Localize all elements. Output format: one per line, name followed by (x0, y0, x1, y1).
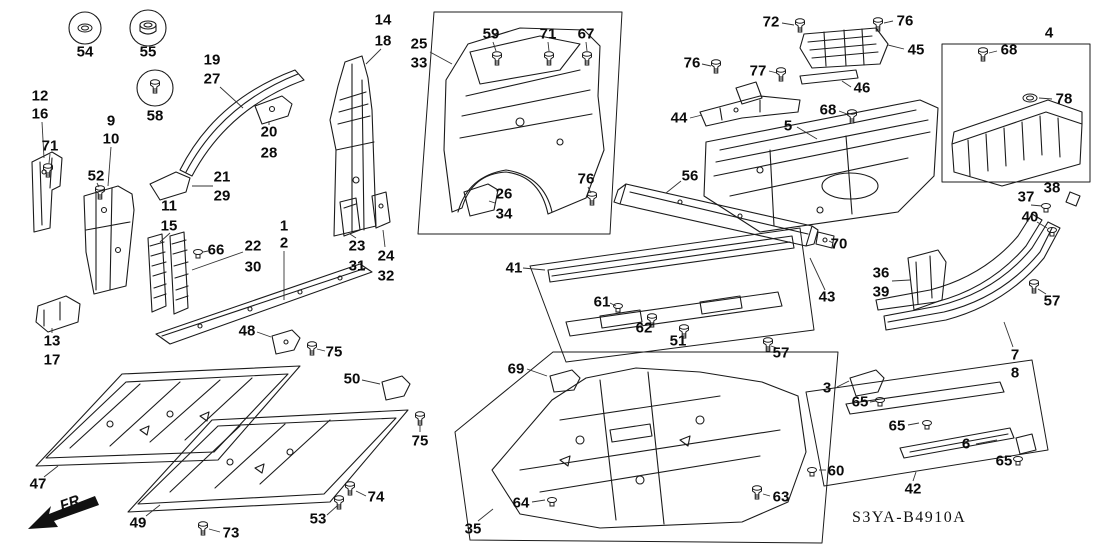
a-pillar-garnish-sketch (179, 69, 305, 177)
side-sill-sketch (155, 263, 373, 345)
grommet-icon (77, 23, 93, 33)
bolt-icon (776, 67, 786, 82)
bracket-13-17-sketch (35, 295, 81, 333)
fr-direction-arrow: FR. (28, 491, 99, 529)
bracket-24-32-sketch (371, 191, 391, 229)
sill-stiffener-sketch (147, 231, 189, 315)
bracket-21-29-sketch (149, 171, 191, 201)
clip-icon (1041, 203, 1051, 213)
rear-crossmember-sketch (613, 183, 835, 249)
under-cover-rear-sketch (127, 409, 409, 513)
front-floor-pan-sketch (491, 367, 807, 529)
grommet-icon (1022, 93, 1038, 103)
bolt-icon (307, 341, 317, 356)
bolt-icon (587, 191, 597, 206)
bolt-icon (711, 59, 721, 74)
diagram-code: S3YA-B4910A (852, 509, 967, 526)
floor-crossmember-sketch (547, 235, 795, 337)
rear-frame-rails-sketch (875, 213, 1061, 331)
bolt-icon (415, 411, 425, 426)
quarter-panel-group-frame (417, 11, 623, 235)
sill-garnish-sketch (845, 369, 1037, 459)
bolt-icon (978, 47, 988, 62)
rear-bulkhead-sketch (699, 27, 889, 127)
rear-panel-sketch (951, 99, 1083, 187)
bracket-50-sketch (381, 375, 411, 401)
bolt-icon (1029, 279, 1039, 294)
center-pillar-sketch (329, 55, 377, 237)
grommet-detail-circles (68, 9, 174, 107)
bolt-icon (873, 17, 883, 32)
bolt-icon (95, 185, 105, 200)
clip-icon (807, 467, 817, 477)
bolt-icon (752, 485, 762, 500)
bracket-48-sketch (271, 329, 301, 355)
clip-icon (547, 497, 557, 507)
fr-label: FR. (58, 491, 87, 515)
leader-lines (41, 20, 1053, 533)
bolt-icon (679, 324, 689, 339)
bolt-icon (544, 51, 554, 66)
clip-icon (1013, 456, 1023, 466)
front-pillar-assembly-sketch (83, 185, 135, 295)
quarter-panel-sketch (443, 27, 605, 217)
bolt-icon (582, 51, 592, 66)
rear-panel-group-frame (941, 43, 1091, 183)
bracket-23-31-sketch (339, 197, 361, 237)
front-floor-group-frame (454, 351, 839, 544)
bolt-icon (795, 18, 805, 33)
bracket-20-28-sketch (254, 95, 293, 125)
bolt-icon (763, 337, 773, 352)
clip-icon (193, 249, 203, 259)
bolt-icon (150, 79, 160, 94)
clip-icon (922, 420, 932, 430)
floor-crossmember-group-frame (529, 227, 815, 363)
bolt-icon (198, 521, 208, 536)
rear-floor-pan-sketch (703, 99, 939, 233)
under-cover-front-sketch (35, 365, 301, 467)
clip-icon (613, 303, 623, 313)
bolt-icon (847, 109, 857, 124)
bolt-icon (345, 481, 355, 496)
bolt-icon (492, 51, 502, 66)
small-clip-parts-sketch (1065, 191, 1081, 207)
sill-garnish-group-frame (805, 359, 1049, 487)
